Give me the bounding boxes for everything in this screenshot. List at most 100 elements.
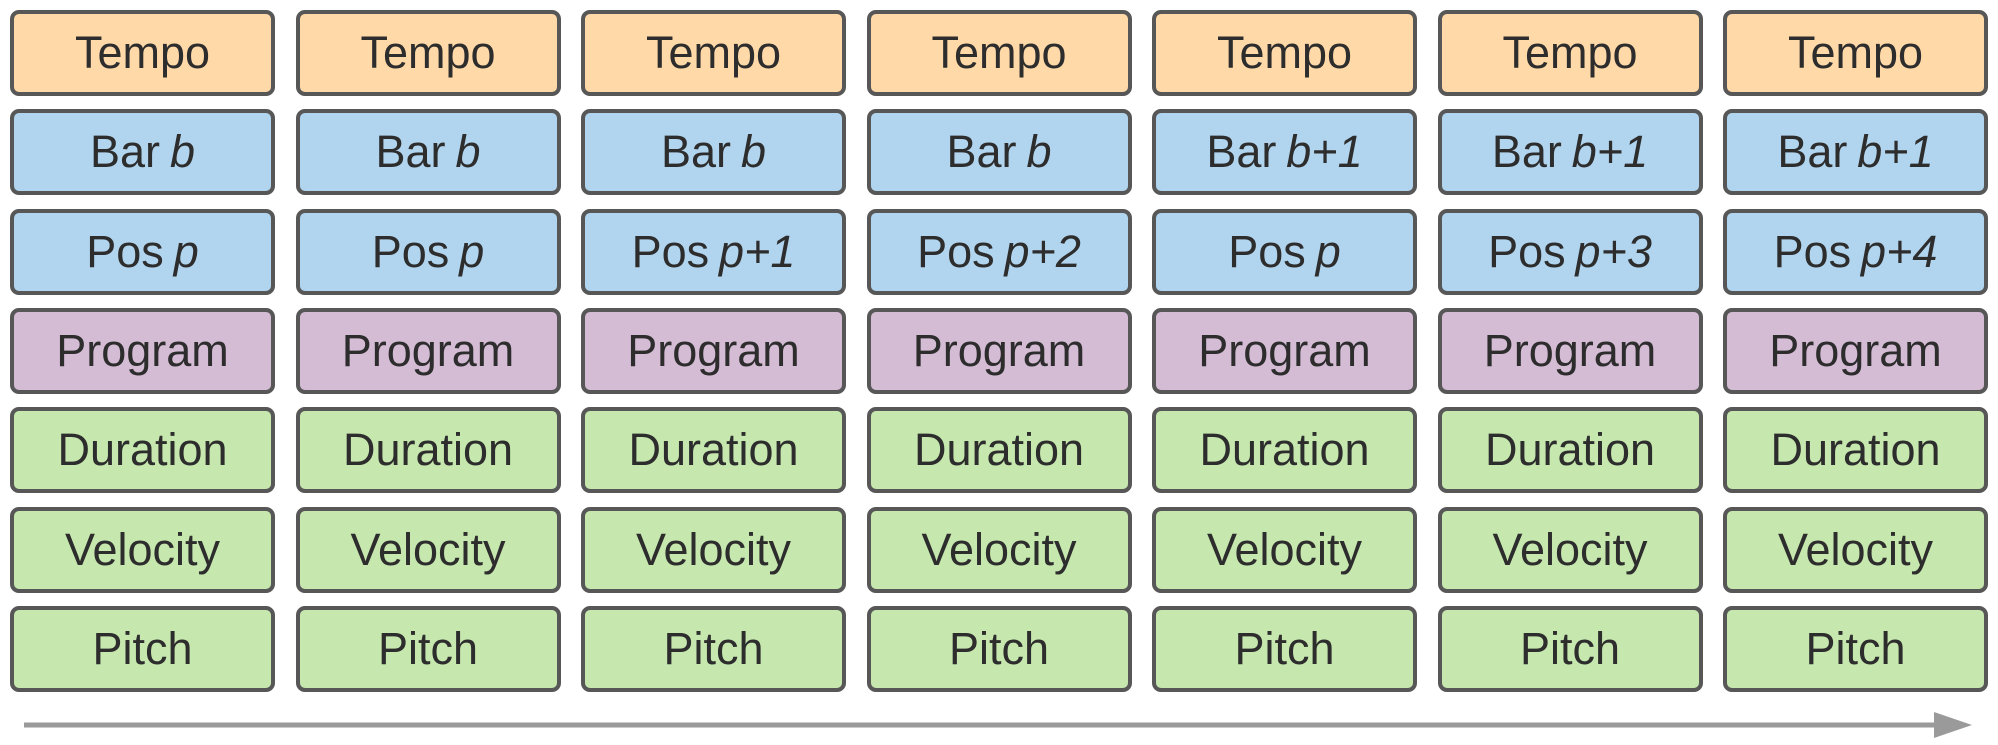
token-label: Tempo [1787, 27, 1924, 78]
token-velocity: Velocity [295, 506, 561, 593]
token-label: Bar [946, 126, 1017, 178]
token-velocity: Velocity [581, 506, 846, 593]
token-label: Bar [375, 126, 446, 178]
token-duration: Duration [10, 407, 275, 494]
token-label: Pos [1228, 225, 1306, 277]
token-label: Bar [661, 126, 732, 178]
token-label: Duration [1199, 424, 1370, 476]
token-label: Pitch [1519, 622, 1621, 674]
token-velocity: Velocity [1723, 506, 1988, 593]
token-velocity: Velocity [866, 506, 1132, 593]
token-pitch: Pitch [1437, 605, 1703, 692]
token-label: Pos [917, 225, 995, 277]
token-label: Pos [1773, 225, 1852, 277]
token-program: Program [1152, 307, 1417, 394]
token-variable: p+4 [1861, 225, 1938, 277]
token-label: Pitch [1234, 622, 1335, 674]
token-variable: p+2 [1004, 225, 1081, 277]
token-pitch: Pitch [1152, 605, 1417, 692]
token-pitch: Pitch [10, 605, 275, 692]
token-label: Pitch [948, 622, 1050, 674]
token-variable: p [459, 225, 485, 277]
token-variable: b+1 [1286, 126, 1363, 178]
token-label: Tempo [360, 27, 496, 78]
token-velocity: Velocity [10, 506, 275, 593]
token-label: Pos [1488, 225, 1566, 277]
token-tempo: Tempo [866, 10, 1132, 96]
token-label: Program [1198, 324, 1371, 376]
token-label: Pitch [1805, 622, 1906, 674]
token-label: Program [56, 324, 229, 376]
token-program: Program [295, 307, 561, 394]
token-program: Program [10, 307, 275, 394]
token-tempo: Tempo [1723, 10, 1988, 96]
token-program: Program [581, 307, 846, 394]
token-pitch: Pitch [866, 605, 1132, 692]
token-variable: b [455, 126, 481, 178]
token-duration: Duration [581, 407, 846, 494]
token-variable: b [169, 126, 195, 178]
token-label: Duration [1484, 424, 1656, 476]
token-label: Pos [371, 225, 450, 277]
token-pitch: Pitch [581, 605, 846, 692]
token-label: Duration [628, 424, 799, 476]
token-label: Program [1483, 324, 1657, 376]
token-label: Pos [631, 225, 710, 277]
token-label: Velocity [921, 523, 1077, 575]
token-duration: Duration [295, 407, 561, 494]
token-label: Pitch [663, 622, 764, 674]
token-label: Program [341, 324, 515, 376]
token-tempo: Tempo [10, 10, 275, 96]
token-label: Bar [1491, 126, 1562, 178]
token-label: Tempo [1502, 27, 1638, 78]
token-velocity: Velocity [1152, 506, 1417, 593]
token-label: Tempo [74, 27, 211, 78]
token-label: Velocity [1492, 523, 1648, 575]
token-variable: p [1315, 225, 1341, 277]
token-label: Duration [342, 424, 514, 476]
token-label: Pitch [92, 622, 193, 674]
token-label: Velocity [635, 523, 792, 575]
token-label: Bar [1777, 126, 1848, 178]
token-label: Pitch [377, 622, 479, 674]
token-tempo: Tempo [581, 10, 846, 96]
token-label: Program [627, 324, 800, 376]
token-tempo: Tempo [1152, 10, 1417, 96]
token-program: Program [1723, 307, 1988, 394]
token-variable: b [1026, 126, 1052, 178]
token-label: Bar [90, 126, 161, 178]
token-label: Program [1769, 324, 1942, 376]
token-label: Tempo [645, 27, 782, 78]
token-variable: p+3 [1575, 225, 1652, 277]
token-variable: b [740, 126, 766, 178]
token-label: Duration [1770, 424, 1941, 476]
token-pitch: Pitch [1723, 605, 1988, 692]
token-velocity: Velocity [1437, 506, 1703, 593]
token-label: Pos [86, 225, 164, 277]
token-duration: Duration [1437, 407, 1703, 494]
token-tempo: Tempo [1437, 10, 1703, 96]
token-label: Velocity [1777, 523, 1934, 575]
token-duration: Duration [1723, 407, 1988, 494]
token-label: Duration [913, 424, 1085, 476]
token-label: Bar [1206, 126, 1277, 178]
token-variable: p+1 [719, 225, 796, 277]
token-label: Tempo [931, 27, 1067, 78]
token-tempo: Tempo [295, 10, 561, 96]
token-label: Velocity [350, 523, 506, 575]
token-pitch: Pitch [295, 605, 561, 692]
token-variable: b+1 [1857, 126, 1934, 178]
token-program: Program [1437, 307, 1703, 394]
